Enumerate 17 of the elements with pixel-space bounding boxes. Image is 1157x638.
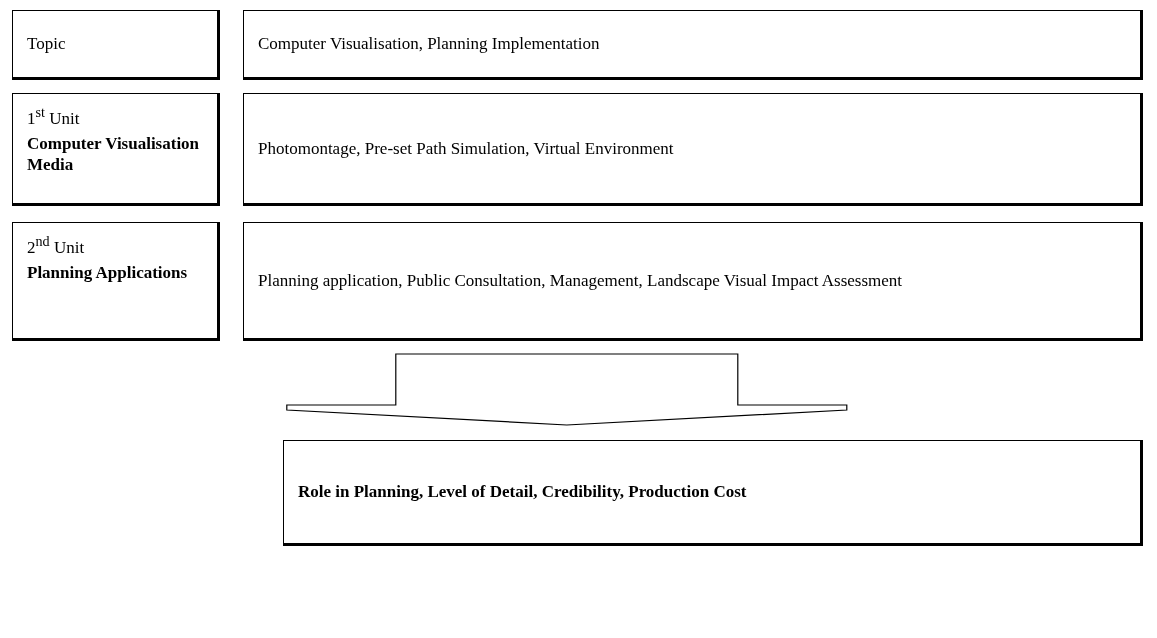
text-box (243, 93, 1143, 206)
topic-text: Computer Visualisation, Planning Implementation (258, 33, 601, 55)
application-list: Planning application, Public Consultation, Management, Landscape Visual Impact Assessment (258, 269, 1126, 292)
text-box (243, 222, 1143, 341)
text-box (283, 440, 1143, 546)
media-list: Photomontage, Pre-set Path Simulation, Virtual Environment (258, 137, 1126, 160)
unit-number: 1$^{st}$ Unit (27, 104, 81, 129)
row-heading: Topic (27, 33, 67, 55)
block-arrow (286, 353, 848, 426)
criteria-text: Role in Planning, Level of Detail, Credibility, Production Cost (298, 481, 748, 503)
text-box (12, 222, 220, 341)
text-box (12, 93, 220, 206)
unit-title: Computer Visualisation Media (27, 132, 201, 176)
unit-title: Planning Applications (27, 261, 189, 284)
text-box (243, 10, 1143, 80)
unit-number: 2$^{nd}$ Unit (27, 233, 86, 258)
text-box (12, 10, 220, 80)
